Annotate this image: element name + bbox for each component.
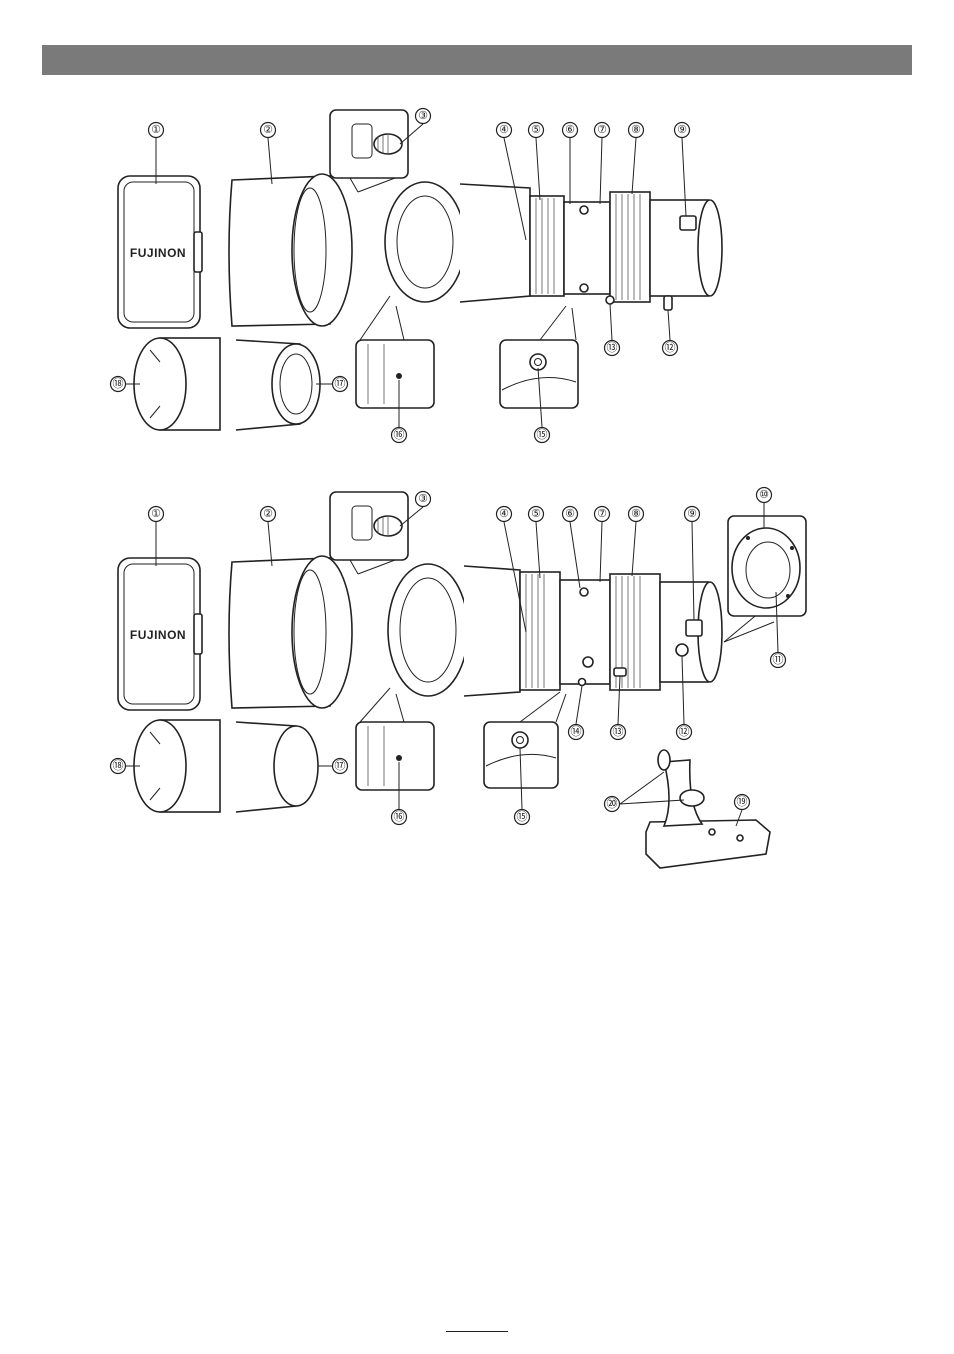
lens-parts-diagram-bottom: FUJINON (109, 486, 807, 869)
callout-18: ⑱ (109, 757, 140, 775)
callout-7: ⑦ (593, 121, 611, 205)
svg-text:⑰: ⑰ (335, 759, 346, 772)
svg-text:⑯: ⑯ (394, 428, 405, 441)
svg-text:⑥: ⑥ (565, 124, 575, 136)
hood-screw-inset (329, 491, 409, 575)
svg-text:③: ③ (418, 493, 428, 505)
callout-8: ⑧ (627, 121, 645, 195)
lens-hood-illustration (228, 173, 353, 327)
callout-13: ⑬ (609, 675, 627, 741)
svg-text:⑨: ⑨ (687, 508, 697, 520)
page-number-rule (446, 1331, 508, 1332)
lens-body-illustration (387, 563, 723, 697)
callout-11: ⑪ (769, 591, 787, 669)
callout-19: ⑲ (733, 793, 751, 827)
svg-text:⑤: ⑤ (531, 124, 541, 136)
rear-cap-illustration (235, 339, 321, 431)
callout-18: ⑱ (109, 375, 140, 393)
lens-mount-inset (723, 515, 807, 643)
callout-12: ⑫ (675, 655, 693, 741)
svg-text:①: ① (151, 508, 161, 520)
callout-1: ① (147, 121, 165, 184)
callout-15: ⑮ (513, 747, 531, 826)
svg-text:⑲: ⑲ (737, 795, 748, 808)
mark-inset (355, 687, 435, 791)
callout-15: ⑮ (533, 367, 551, 444)
svg-text:⑧: ⑧ (631, 124, 641, 136)
socket-inset (483, 691, 567, 789)
svg-text:⑳: ⑳ (607, 797, 618, 810)
hood-cap-illustration: FUJINON (117, 175, 203, 329)
front-cap-illustration (133, 337, 221, 431)
svg-text:⑫: ⑫ (665, 341, 676, 354)
brand-label: FUJINON (130, 246, 186, 260)
lens-hood-illustration (228, 555, 353, 709)
callout-6: ⑥ (561, 121, 579, 204)
svg-text:⑪: ⑪ (773, 653, 784, 666)
svg-text:⑨: ⑨ (677, 124, 687, 136)
svg-text:⑬: ⑬ (613, 725, 624, 738)
callout-16: ⑯ (390, 380, 408, 444)
callout-3: ③ (399, 107, 432, 145)
hood-screw-inset (329, 109, 409, 193)
svg-text:⑮: ⑮ (537, 428, 548, 441)
callout-6: ⑥ (561, 505, 581, 589)
callout-8: ⑧ (627, 505, 645, 577)
svg-text:⑰: ⑰ (335, 377, 346, 390)
callout-2: ② (259, 121, 277, 185)
svg-text:④: ④ (499, 124, 509, 136)
svg-text:⑱: ⑱ (113, 377, 124, 390)
mark-inset (355, 295, 435, 409)
callout-10: ⑩ (755, 486, 773, 528)
svg-text:②: ② (263, 124, 273, 136)
callout-9: ⑨ (683, 505, 701, 621)
callout-5: ⑤ (527, 121, 545, 201)
callout-4: ④ (495, 505, 527, 633)
tripod-foot-illustration (645, 749, 771, 869)
svg-text:⑬: ⑬ (607, 341, 618, 354)
rear-cap-illustration (235, 721, 319, 813)
lens-parts-diagram-top: FUJINON (109, 107, 723, 444)
callout-12: ⑫ (661, 309, 679, 357)
callout-17: ⑰ (318, 757, 349, 775)
lens-body-illustration (384, 181, 723, 311)
callout-5: ⑤ (527, 505, 545, 579)
callout-20: ⑳ (603, 771, 685, 813)
svg-text:⑩: ⑩ (759, 489, 769, 501)
brand-label: FUJINON (130, 628, 186, 642)
callout-7: ⑦ (593, 505, 611, 583)
callout-14: ⑭ (567, 685, 585, 741)
callout-1: ① (147, 505, 165, 566)
svg-text:③: ③ (418, 110, 428, 122)
callout-4: ④ (495, 121, 527, 241)
callout-13: ⑬ (603, 303, 621, 357)
section-header-bar (42, 45, 912, 75)
hood-cap-illustration: FUJINON (117, 557, 203, 711)
svg-text:④: ④ (499, 508, 509, 520)
svg-text:⑧: ⑧ (631, 508, 641, 520)
svg-text:⑮: ⑮ (517, 810, 528, 823)
svg-text:⑦: ⑦ (597, 508, 607, 520)
svg-text:①: ① (151, 124, 161, 136)
svg-text:⑫: ⑫ (679, 725, 690, 738)
socket-inset (499, 305, 579, 409)
callout-16: ⑯ (390, 762, 408, 826)
callout-2: ② (259, 505, 277, 567)
front-cap-illustration (133, 719, 221, 813)
svg-text:⑭: ⑭ (571, 725, 582, 738)
svg-text:②: ② (263, 508, 273, 520)
svg-text:⑤: ⑤ (531, 508, 541, 520)
svg-text:⑯: ⑯ (394, 810, 405, 823)
callout-3: ③ (399, 490, 432, 527)
callout-9: ⑨ (673, 121, 691, 217)
svg-text:⑦: ⑦ (597, 124, 607, 136)
callout-17: ⑰ (316, 375, 349, 393)
svg-text:⑱: ⑱ (113, 759, 124, 772)
svg-text:⑥: ⑥ (565, 508, 575, 520)
